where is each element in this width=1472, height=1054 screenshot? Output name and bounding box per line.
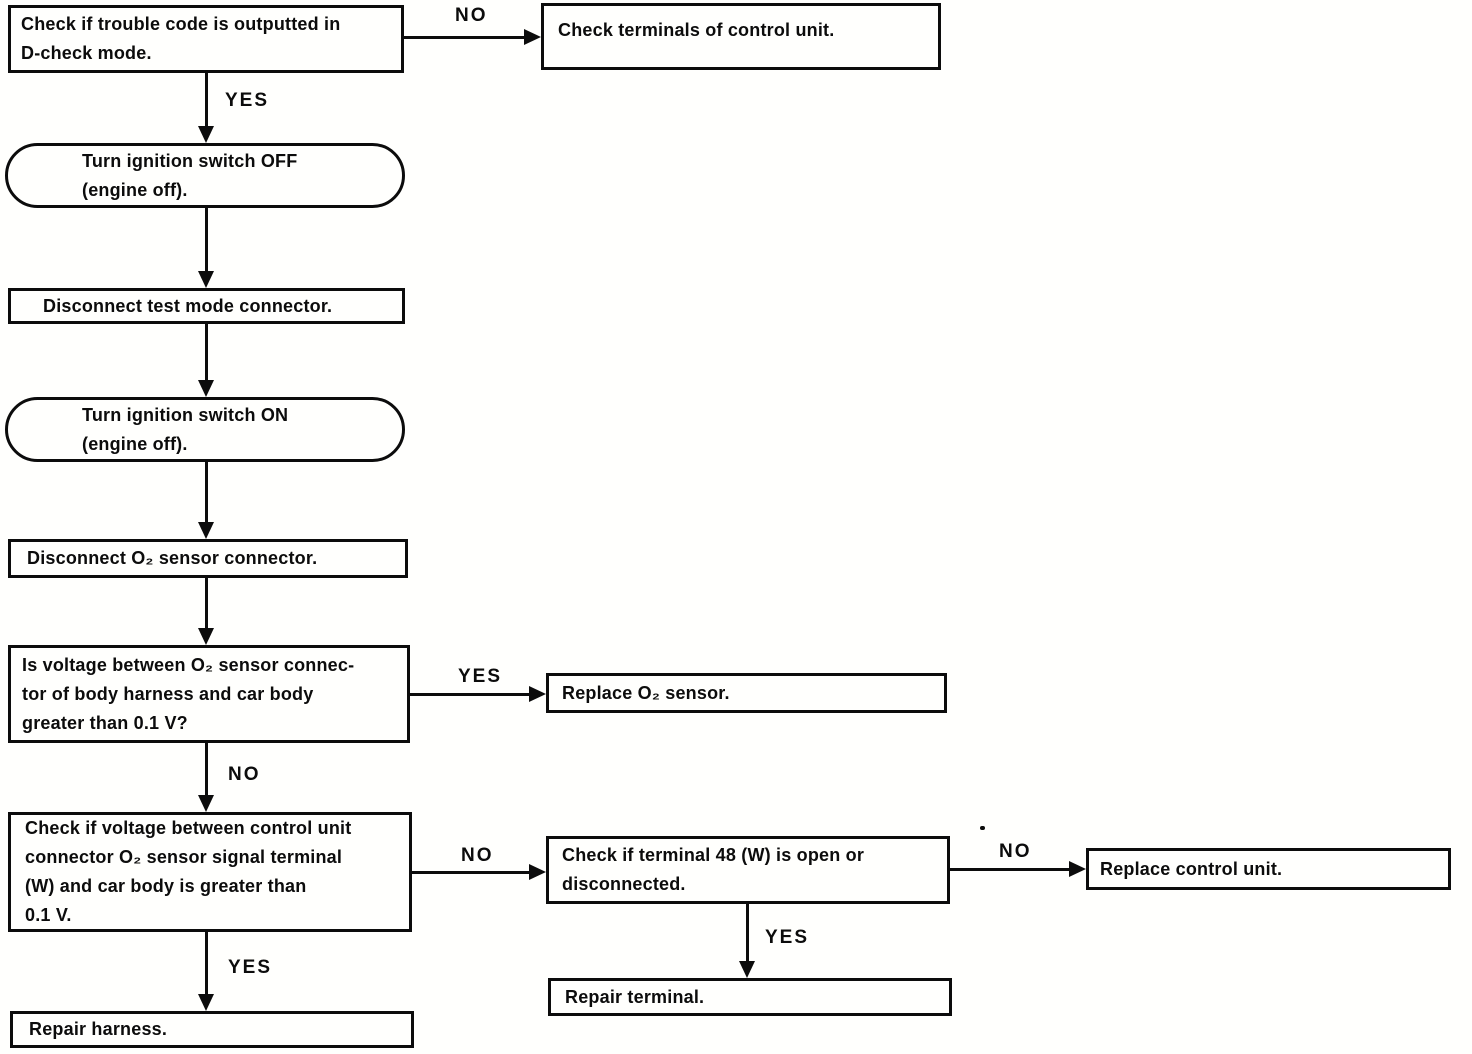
arrowhead-down-icon — [198, 522, 214, 539]
node-ignition-off-label: Turn ignition switch OFF (engine off). — [82, 150, 298, 200]
arrowhead-down-icon — [739, 961, 755, 978]
edge-line — [205, 462, 208, 526]
edge-label-terminal-no: NO — [999, 841, 1032, 862]
arrowhead-down-icon — [198, 628, 214, 645]
scan-speck-artifact — [980, 826, 985, 830]
arrowhead-right-icon — [529, 864, 546, 880]
node-disconnect-o2-label: Disconnect O₂ sensor connector. — [27, 548, 318, 568]
node-check-terminals-label: Check terminals of control unit. — [558, 20, 835, 40]
node-replace-control-unit: Replace control unit. — [1086, 848, 1451, 890]
edge-line-control-no — [412, 871, 531, 874]
edge-label-harness-no: NO — [228, 764, 261, 785]
node-ignition-on: Turn ignition switch ON (engine off). — [5, 397, 405, 462]
node-check-terminals: Check terminals of control unit. — [541, 3, 941, 70]
edge-line-control-yes — [205, 932, 208, 998]
node-disconnect-test-mode-label: Disconnect test mode connector. — [43, 295, 333, 316]
edge-label-control-yes: YES — [228, 957, 273, 978]
edge-line-harness-no — [205, 743, 208, 799]
edge-line-trouble-yes — [205, 73, 208, 129]
node-check-trouble-code-label: Check if trouble code is outputted in D-… — [21, 14, 341, 63]
edge-line — [205, 324, 208, 384]
edge-line-harness-yes — [410, 693, 532, 696]
node-ignition-off: Turn ignition switch OFF (engine off). — [5, 143, 405, 208]
arrowhead-right-icon — [1069, 861, 1086, 877]
node-voltage-control-unit: Check if voltage between control unit co… — [8, 812, 412, 932]
edge-label-trouble-no: NO — [455, 5, 488, 26]
node-voltage-control-unit-label: Check if voltage between control unit co… — [25, 818, 352, 925]
node-disconnect-test-mode: Disconnect test mode connector. — [8, 288, 405, 324]
arrowhead-down-icon — [198, 271, 214, 288]
edge-line — [205, 208, 208, 274]
edge-label-trouble-yes: YES — [225, 90, 270, 111]
node-repair-terminal: Repair terminal. — [548, 978, 952, 1016]
node-disconnect-o2: Disconnect O₂ sensor connector. — [8, 539, 408, 578]
edge-label-terminal-yes: YES — [765, 927, 810, 948]
edge-label-harness-yes: YES — [458, 666, 503, 687]
node-repair-harness-label: Repair harness. — [29, 1019, 168, 1039]
node-replace-control-unit-label: Replace control unit. — [1100, 858, 1283, 879]
arrowhead-down-icon — [198, 380, 214, 397]
node-check-trouble-code: Check if trouble code is outputted in D-… — [8, 5, 404, 73]
arrowhead-down-icon — [198, 126, 214, 143]
node-voltage-body-harness: Is voltage between O₂ sensor connec- tor… — [8, 645, 410, 743]
arrowhead-down-icon — [198, 994, 214, 1011]
arrowhead-right-icon — [524, 29, 541, 45]
edge-line — [205, 578, 208, 632]
node-repair-terminal-label: Repair terminal. — [565, 986, 705, 1007]
node-terminal-48-label: Check if terminal 48 (W) is open or disc… — [562, 845, 865, 894]
edge-line-terminal-no — [950, 868, 1071, 871]
arrowhead-down-icon — [198, 795, 214, 812]
arrowhead-right-icon — [529, 686, 546, 702]
edge-line-terminal-yes — [746, 904, 749, 964]
edge-label-control-no: NO — [461, 845, 494, 866]
node-ignition-on-label: Turn ignition switch ON (engine off). — [82, 404, 289, 454]
edge-line-trouble-no — [404, 36, 526, 39]
node-replace-o2-label: Replace O₂ sensor. — [562, 682, 730, 703]
node-replace-o2: Replace O₂ sensor. — [546, 673, 947, 713]
node-repair-harness: Repair harness. — [10, 1011, 414, 1048]
node-terminal-48: Check if terminal 48 (W) is open or disc… — [546, 836, 950, 904]
node-voltage-body-harness-label: Is voltage between O₂ sensor connec- tor… — [22, 654, 355, 733]
